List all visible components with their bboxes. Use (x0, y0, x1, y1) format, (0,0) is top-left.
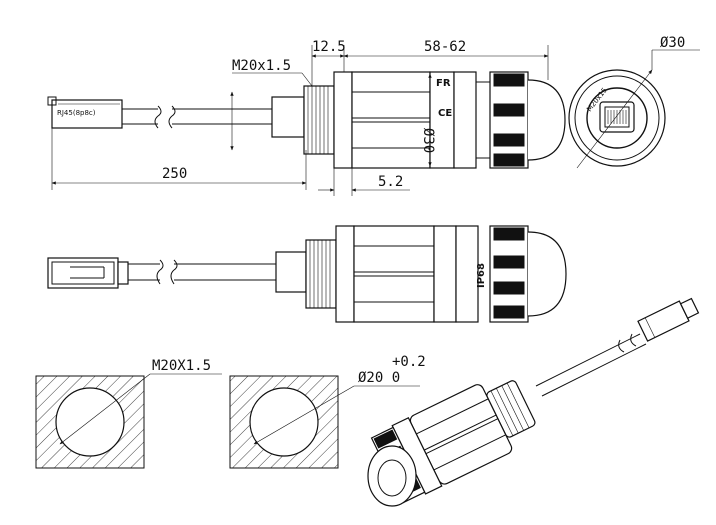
dim-gap: 5.2 (378, 174, 403, 190)
dim-cable-length: 250 (162, 166, 187, 182)
mark-fr: FR (436, 78, 451, 89)
dim-front-dia: Ø30 (660, 35, 685, 51)
dim-cutout-tol: +0.2 (392, 354, 426, 370)
isometric-view (367, 297, 700, 507)
middle-side-view: IP68 (47, 225, 567, 323)
front-view: Ø30 M20x15 (568, 35, 700, 169)
top-side-view: RJ45(8p8c) (47, 39, 566, 196)
dim-body-dia: Ø30 (420, 128, 436, 153)
thread-shank-top (271, 85, 335, 155)
dim-cutout-thread: M20X1.5 (152, 358, 211, 374)
dim-thread-top: M20x1.5 (232, 58, 291, 74)
hex-flange-top (333, 71, 353, 169)
gland-nut-top (489, 71, 566, 169)
dim-cutout-hole: Ø20 0 (358, 370, 400, 386)
mark-ip: IP68 (476, 263, 487, 288)
dim-flange: 12.5 (312, 39, 346, 55)
rj45-plug-mid (47, 257, 129, 289)
cutout-threaded: M20X1.5 (35, 358, 222, 469)
cutout-hole: Ø20 0 +0.2 (229, 354, 426, 469)
dim-body-length: 58-62 (424, 39, 466, 55)
rj45-plug-top: RJ45(8p8c) (47, 96, 123, 129)
main-body-top: FR CE (351, 71, 490, 169)
mark-ce: CE (438, 108, 452, 119)
cable-top (122, 105, 272, 129)
plug-label: RJ45(8p8c) (57, 109, 96, 117)
